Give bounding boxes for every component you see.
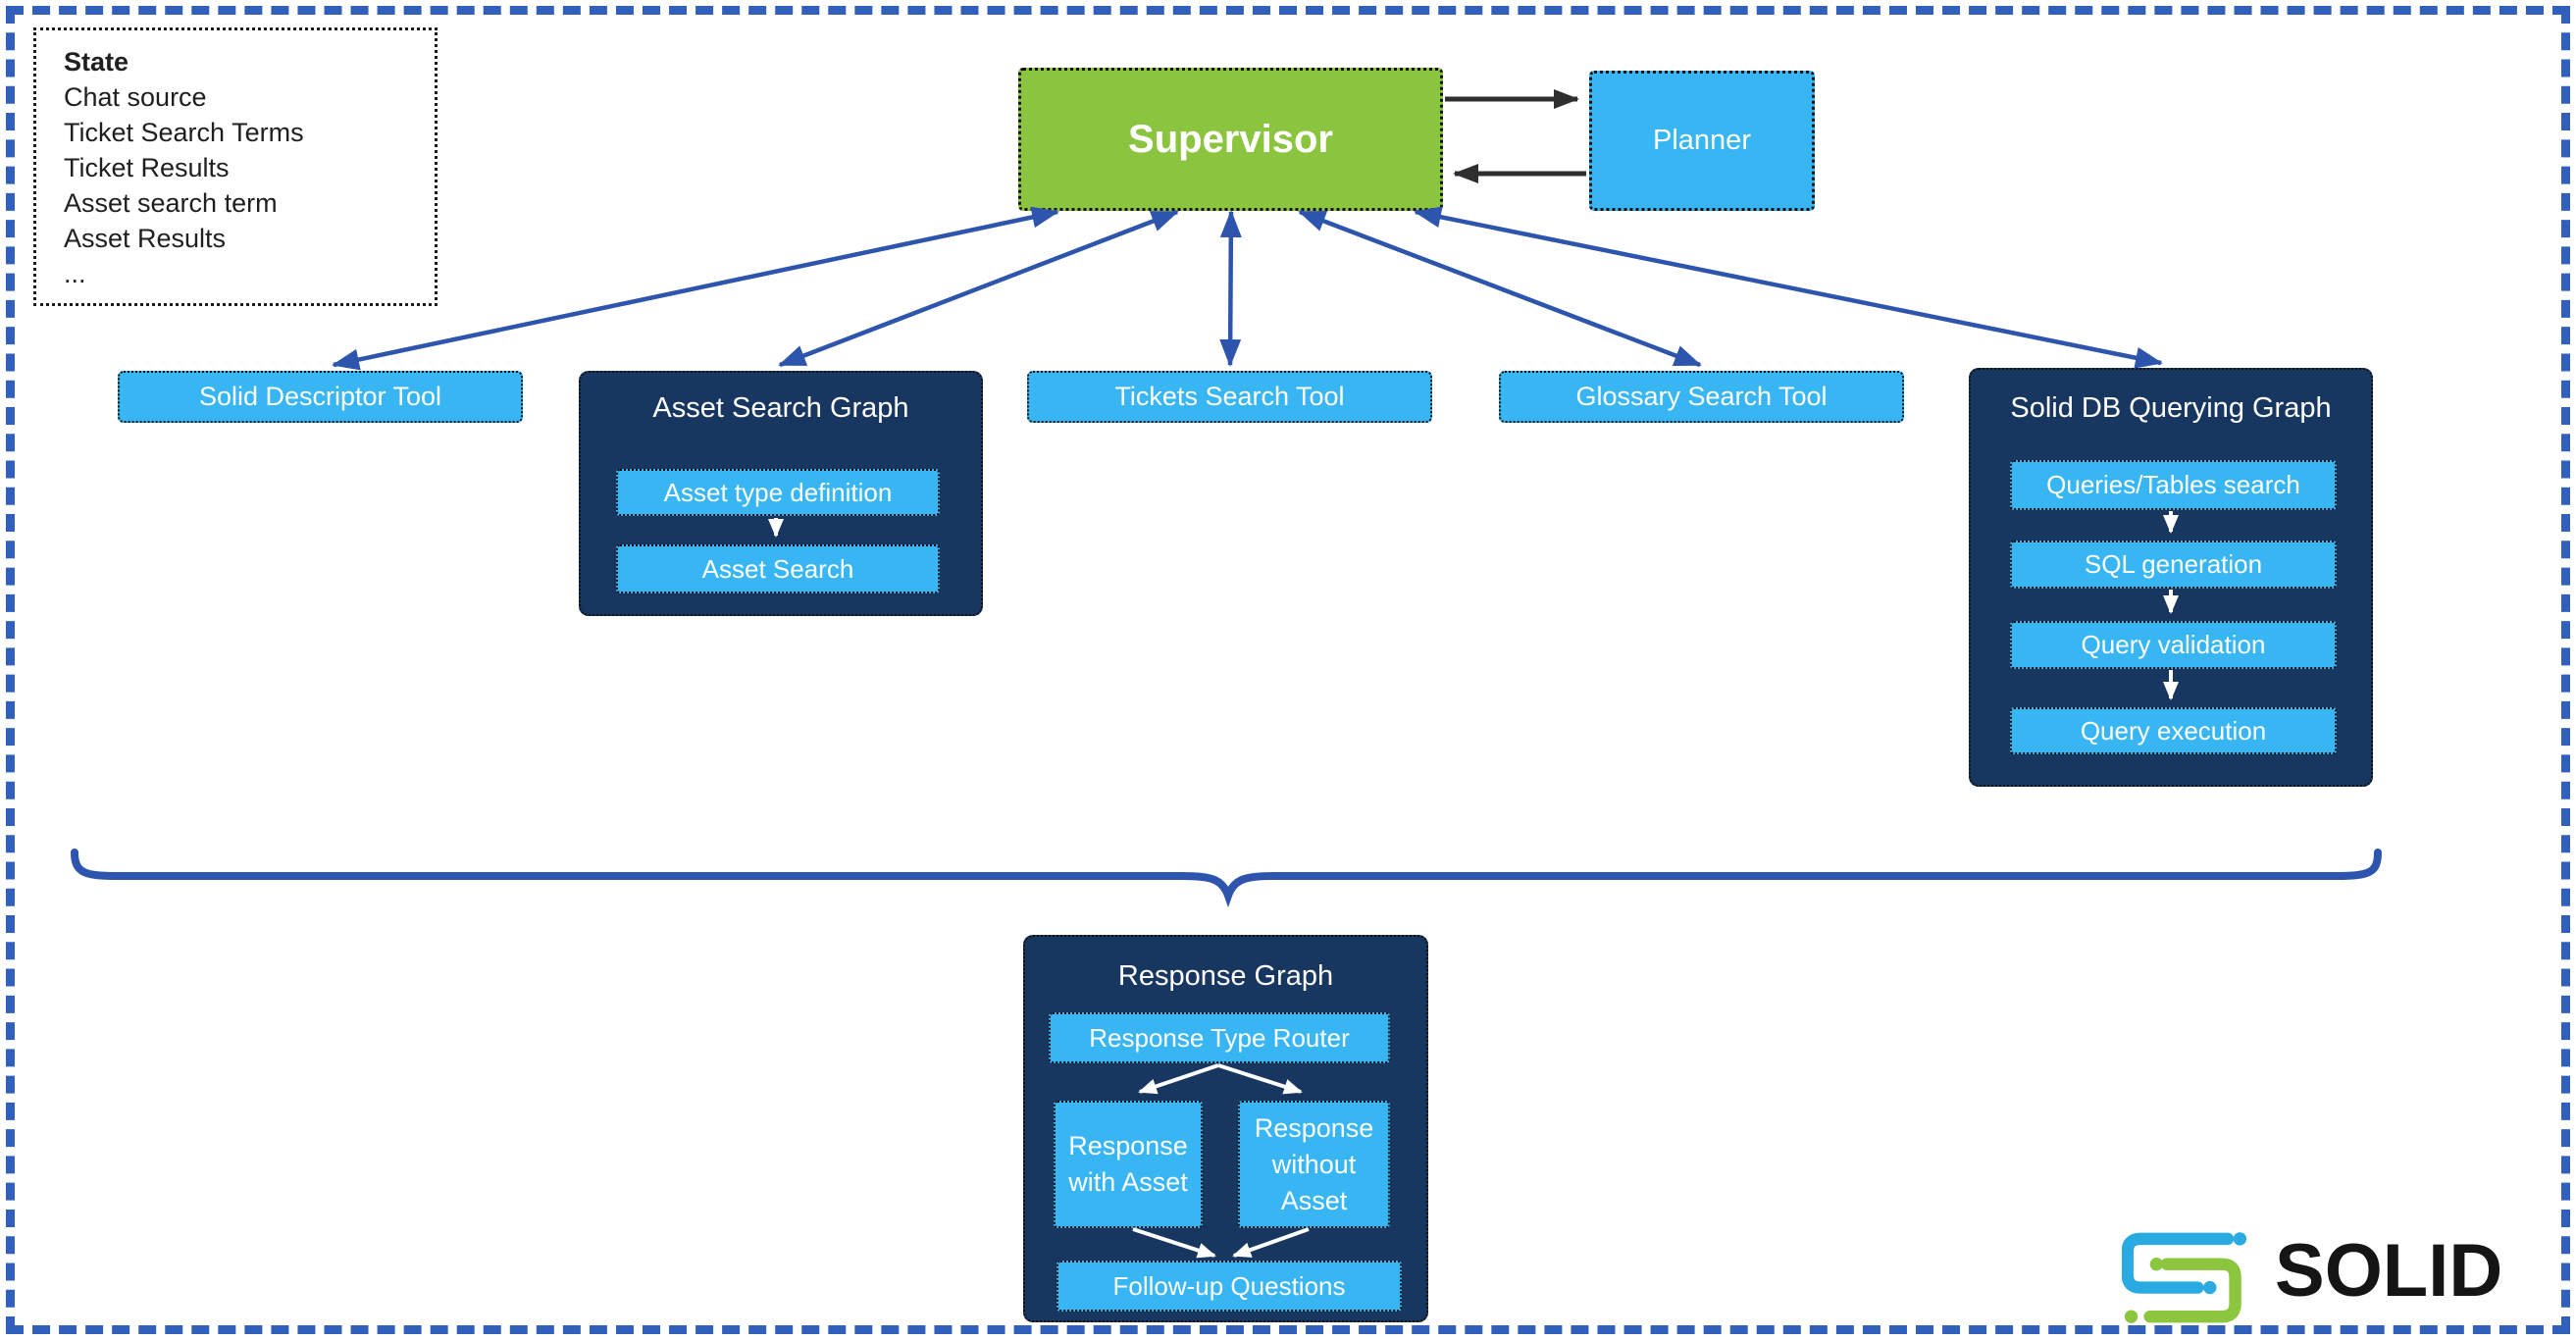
supervisor-tickets-search-arrow	[1219, 210, 1242, 367]
response-graph-title: Response Graph	[1117, 960, 1334, 992]
response-with-asset-node: Response with Asset	[1054, 1101, 1203, 1228]
planner-node: Planner	[1589, 71, 1815, 211]
asset-search-graph-container: Asset Search Graph Asset type definition…	[579, 371, 983, 616]
brace	[71, 849, 2382, 907]
supervisor-node: Supervisor	[1018, 68, 1443, 211]
supervisor-solid-db-graph-arrow	[1414, 206, 2163, 369]
solid-db-querying-graph-title: Solid DB Querying Graph	[2010, 392, 2332, 424]
state-item: Asset Results	[64, 224, 227, 253]
asset-search-node: Asset Search	[616, 544, 940, 593]
query-execution-node: Query execution	[2010, 707, 2337, 754]
state-item: Chat source	[64, 82, 207, 112]
supervisor-glossary-search-arrow	[1298, 209, 1702, 368]
solid-logo-wordmark: SOLID	[2275, 1229, 2503, 1313]
asset-type-definition-node: Asset type definition	[616, 469, 940, 516]
tickets-search-tool-node: Tickets Search Tool	[1027, 371, 1432, 423]
solid-db-querying-graph-container: Solid DB Querying Graph Queries/Tables s…	[1969, 368, 2373, 787]
state-box: State Chat source Ticket Search Terms Ti…	[33, 27, 438, 306]
sql-generation-node: SQL generation	[2010, 541, 2337, 589]
supervisor-asset-search-graph-arrow	[778, 209, 1179, 368]
response-graph-container: Response Graph Response Type Router Resp…	[1023, 935, 1428, 1322]
response-type-router-node: Response Type Router	[1049, 1012, 1390, 1063]
state-box-title: State	[64, 47, 129, 77]
state-item: ...	[64, 259, 86, 288]
state-item: Ticket Search Terms	[64, 118, 304, 147]
query-validation-node: Query validation	[2010, 621, 2337, 669]
asset-search-graph-title: Asset Search Graph	[652, 392, 909, 424]
state-item: Asset search term	[64, 188, 278, 218]
glossary-search-tool-node: Glossary Search Tool	[1499, 371, 1904, 423]
queries-tables-search-node: Queries/Tables search	[2010, 460, 2337, 510]
solid-descriptor-tool-node: Solid Descriptor Tool	[118, 371, 523, 423]
response-without-asset-node: Response without Asset	[1238, 1101, 1390, 1228]
solid-logo: SOLID	[2122, 1222, 2514, 1330]
state-item: Ticket Results	[64, 153, 230, 182]
follow-up-questions-node: Follow-up Questions	[1056, 1261, 1402, 1312]
supervisor-solid-descriptor-arrow	[332, 206, 1059, 371]
solid-logo-icon	[2122, 1232, 2247, 1323]
